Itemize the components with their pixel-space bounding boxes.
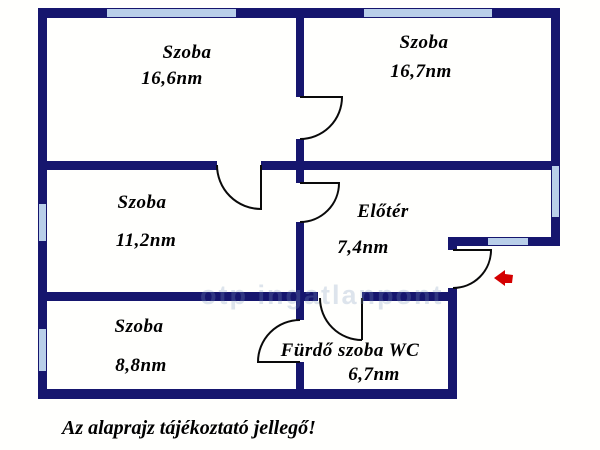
room-name-szoba-167: Szoba	[399, 32, 449, 53]
door-arc-entrance	[452, 249, 493, 289]
wall-divider-vertical-4	[296, 362, 304, 399]
room-area-szoba-112: 11,2nm	[115, 230, 177, 251]
room-area-szoba-88: 8,8nm	[115, 355, 167, 376]
wall-divider-h1-left	[38, 161, 217, 170]
wall-divider-vertical-1	[296, 8, 304, 97]
window-szoba166	[107, 9, 236, 17]
entrance-arrow-icon	[494, 270, 513, 286]
door-arc-szoba167	[299, 96, 344, 140]
window-szoba88	[39, 329, 46, 371]
window-szoba112	[39, 204, 46, 241]
door-arc-furdo	[319, 297, 363, 341]
wall-bottom	[38, 389, 457, 399]
wall-right	[551, 8, 560, 246]
door-arc-szoba88	[256, 319, 301, 363]
room-name-eloter: Előtér	[357, 201, 409, 222]
room-name-szoba-166: Szoba	[162, 42, 212, 63]
wall-divider-vertical-3	[296, 222, 304, 320]
door-arc-eloter	[299, 182, 341, 223]
window-entry-step	[488, 238, 528, 245]
room-name-szoba-88: Szoba	[114, 316, 164, 337]
room-name-szoba-112: Szoba	[117, 192, 167, 213]
wall-divider-h2-left	[38, 292, 318, 301]
room-area-furdo: 6,7nm	[348, 364, 400, 385]
wall-left	[38, 8, 47, 399]
wall-divider-h1-right	[261, 161, 560, 170]
disclaimer-text: Az alaprajz tájékoztató jellegő!	[62, 417, 316, 439]
wall-entry-upper	[448, 237, 457, 250]
room-area-szoba-166: 16,6nm	[141, 68, 203, 89]
room-name-furdo: Fürdő szoba WC	[280, 340, 420, 361]
room-area-szoba-167: 16,7nm	[390, 61, 452, 82]
window-szoba167	[364, 9, 492, 17]
wall-entry-lower	[448, 288, 457, 399]
wall-divider-h2-right	[362, 292, 457, 301]
room-area-eloter: 7,4nm	[337, 237, 389, 258]
door-arc-szoba112	[216, 164, 262, 211]
window-right	[552, 166, 559, 217]
watermark: otp ingatlanpont	[200, 280, 444, 310]
